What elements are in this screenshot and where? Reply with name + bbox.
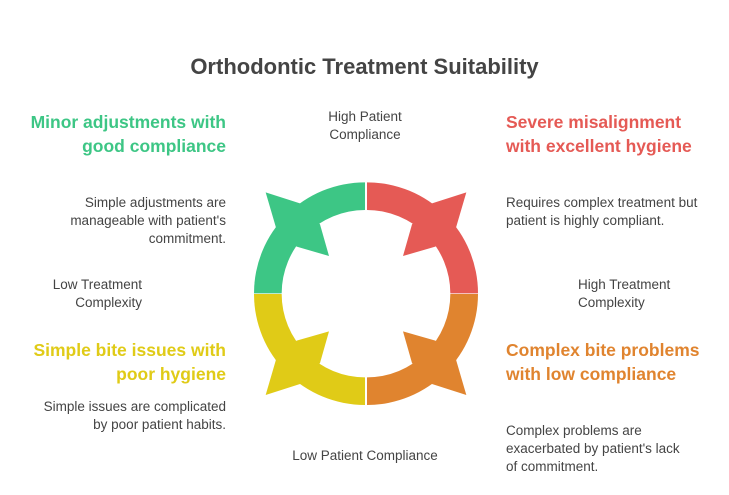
cycle-ring — [254, 182, 478, 405]
ring-segment-top-right — [367, 182, 478, 294]
quadrant-heading-bottom-left: Simple bite issues with poor hygiene — [33, 340, 226, 384]
axis-label-left: Low Treatment Complexity — [52, 277, 142, 310]
quadrant-desc-top-left: Simple adjustments are manageable with p… — [70, 195, 226, 246]
quadrant-heading-top-left: Minor adjustments with good compliance — [30, 112, 226, 156]
ring-segment-top-left — [254, 182, 365, 294]
quadrant-desc-bottom-left: Simple issues are complicated by poor pa… — [43, 399, 226, 432]
quadrant-desc-top-right: Requires complex treatment but patient i… — [506, 195, 698, 228]
axis-label-right: High Treatment Complexity — [578, 277, 671, 310]
ring-segment-bottom-right — [367, 294, 478, 405]
quadrant-heading-bottom-right: Complex bite problems with low complianc… — [506, 340, 700, 384]
quadrant-desc-bottom-right: Complex problems are exacerbated by pati… — [506, 423, 680, 474]
axis-label-bottom: Low Patient Compliance — [292, 448, 438, 463]
quadrant-heading-top-right: Severe misalignment with excellent hygie… — [506, 112, 692, 156]
diagram-title: Orthodontic Treatment Suitability — [190, 54, 539, 79]
axis-label-top: High Patient Compliance — [328, 109, 402, 142]
ring-segment-bottom-left — [254, 294, 365, 405]
